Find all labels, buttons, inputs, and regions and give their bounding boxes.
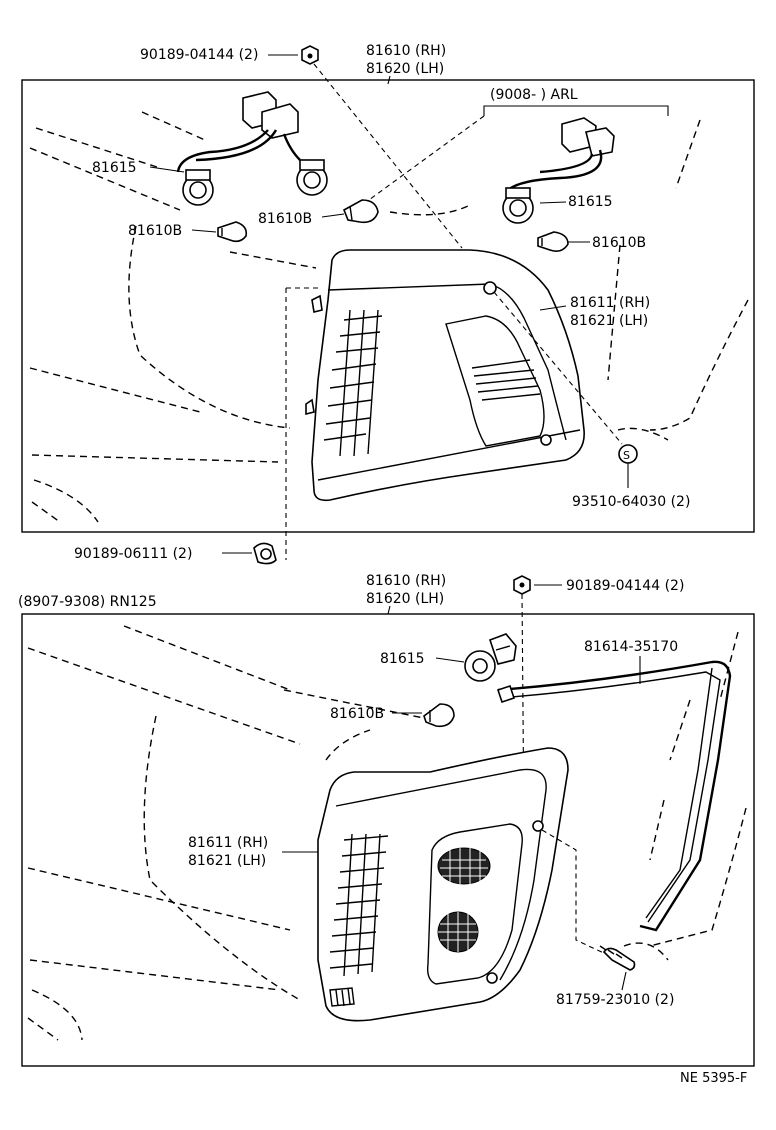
callout-clip-bottom-top: 90189-06111 (2) bbox=[74, 546, 192, 562]
callout-bulb-bottom: 81610B bbox=[330, 706, 384, 722]
lamp-lens-bottom bbox=[317, 747, 569, 1022]
grille-upper bbox=[437, 847, 491, 885]
callout-lens-lh-bottom: 81621 (LH) bbox=[188, 853, 266, 869]
callout-clip-top: 90189-04144 (2) bbox=[140, 47, 258, 63]
bottom-body-contours bbox=[27, 625, 747, 1041]
callout-bulb-center: 81610B bbox=[258, 211, 312, 227]
bulb-left bbox=[217, 221, 248, 243]
callout-lamp-assy-lh-top: 81620 (LH) bbox=[366, 61, 444, 77]
callout-lens-lh-top: 81621 (LH) bbox=[570, 313, 648, 329]
bulb-right bbox=[537, 231, 569, 252]
clip-90189-04144-top bbox=[301, 45, 319, 65]
callout-bulb-left: 81610B bbox=[128, 223, 182, 239]
callout-lamp-assy-rh-bottom: 81610 (RH) bbox=[366, 573, 446, 589]
callout-clip-top-bottom: 90189-04144 (2) bbox=[566, 578, 684, 594]
bulb-center bbox=[342, 199, 379, 224]
callout-socket-left: 81615 bbox=[92, 160, 137, 176]
clip-90189-04144-bottom bbox=[513, 575, 531, 595]
drawing-code: NE 5395-F bbox=[680, 1071, 747, 1086]
top-panel-frame bbox=[21, 79, 755, 533]
callout-gasket-bottom: 81614-35170 bbox=[584, 639, 678, 655]
callout-socket-bottom: 81615 bbox=[380, 651, 425, 667]
callout-lens-rh-top: 81611 (RH) bbox=[570, 295, 650, 311]
bulb-bottom bbox=[423, 703, 455, 728]
socket-bottom bbox=[464, 633, 517, 682]
callout-bulb-right: 81610B bbox=[592, 235, 646, 251]
callout-lamp-assy-rh-top: 81610 (RH) bbox=[366, 43, 446, 59]
socket-harness-left bbox=[176, 91, 328, 206]
callout-screw-bottom: 81759-23010 (2) bbox=[556, 992, 674, 1008]
callout-socket-right: 81615 bbox=[568, 194, 613, 210]
callout-arl-range: (9008- ) ARL bbox=[490, 87, 578, 103]
callout-lamp-assy-lh-bottom: 81620 (LH) bbox=[366, 591, 444, 607]
section-range-label: (8907-9308) RN125 bbox=[18, 594, 157, 610]
callout-lens-rh-bottom: 81611 (RH) bbox=[188, 835, 268, 851]
clip-90189-06111 bbox=[253, 542, 277, 565]
grille-lower bbox=[437, 911, 479, 953]
socket-harness-right bbox=[502, 117, 615, 224]
top-body-contours bbox=[29, 111, 749, 523]
screw-81759-23010 bbox=[599, 945, 636, 971]
callout-screw-top: 93510-64030 (2) bbox=[572, 494, 690, 510]
screw-93510-64030: S bbox=[618, 444, 638, 464]
gasket-81614-35170 bbox=[496, 660, 732, 932]
svg-text:S: S bbox=[623, 449, 630, 462]
lamp-lens-top bbox=[305, 249, 585, 502]
